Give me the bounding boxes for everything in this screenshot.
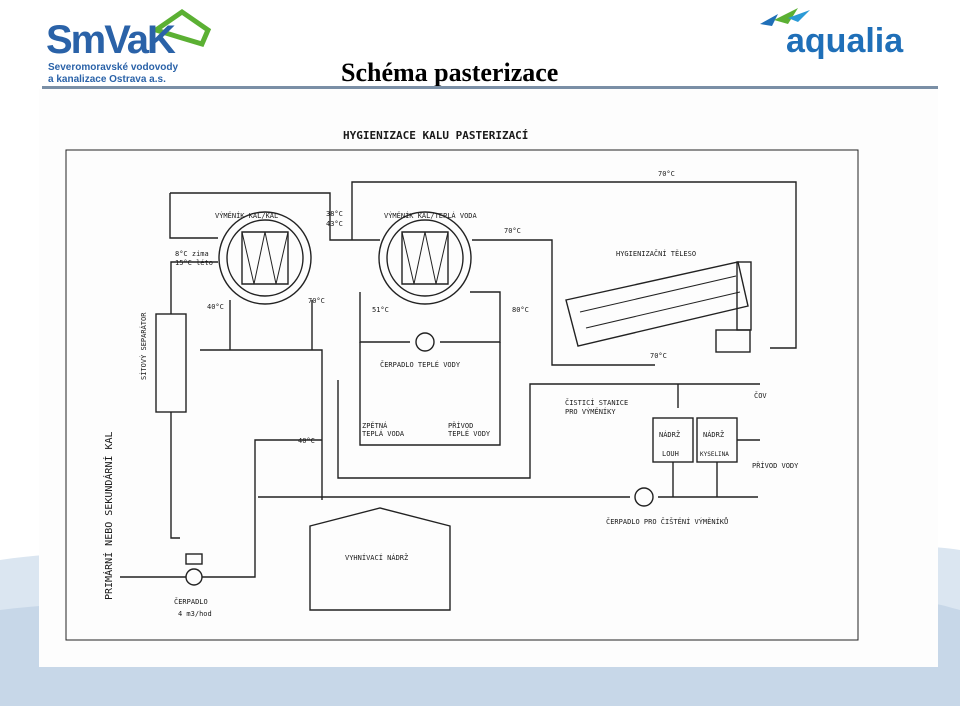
title-rule [42,86,938,89]
temp-43: 43°C [326,220,343,228]
supply-label-2: TEPLÉ VODY [448,429,491,438]
smvak-tagline-1: Severomoravské vodovody [48,62,179,73]
return-label-2: TEPLÁ VODA [362,429,405,438]
temp-40-left: 40°C [207,303,224,311]
temp-70-hx1: 70°C [308,297,325,305]
smvak-tagline-2: a kanalizace Ostrava a.s. [48,74,166,85]
temp-summer: 15°C léto [175,259,213,267]
digester-label: VYHNÍVACÍ NÁDRŽ [345,553,408,562]
page-title: Schéma pasterizace [341,58,559,87]
aqualia-wordmark: aqualia [786,22,904,60]
temp-51: 51°C [372,306,389,314]
cov-label: ČOV [754,391,767,400]
hot-water-pump-label: ČERPADLO TEPLÉ VODY [380,360,461,369]
temp-winter: 8°C zima [175,250,209,258]
hygienization-body-label: HYGIENIZAČNÍ TĚLESO [616,249,696,258]
main-pump-label: ČERPADLO [174,597,208,606]
water-supply-label: PŘÍVOD VODY [752,461,799,470]
temp-70-bottom: 70°C [650,352,667,360]
diagram-title: HYGIENIZACE KALU PASTERIZACÍ [343,129,528,142]
cleaning-station-label-2: PRO VÝMĚNÍKY [565,407,616,416]
lye-label: LOUH [662,450,679,458]
cleaning-pump-label: ČERPADLO PRO ČIŠTĚNÍ VÝMĚNÍKŮ [606,517,728,526]
smvak-wordmark: SmVaK [46,18,176,62]
aqualia-bird-icon [760,8,810,26]
tank-label-lye: NÁDRŽ [659,430,680,439]
main-pump-flow: 4 m3/hod [178,610,212,618]
return-label-1: ZPĚTNÁ [362,421,388,430]
hx1-label: VÝMĚNÍK KAL/KAL [215,211,278,220]
acid-label: KYSELINA [700,451,729,458]
hx2-label: VÝMĚNÍK KAL/TEPLÁ VODA [384,211,478,220]
screen-separator-label: SÍTOVÝ SEPARÁTOR [139,312,148,380]
temp-38: 38°C [326,210,343,218]
smvak-logo: SmVaK Severomoravské vodovody a kanaliza… [44,8,214,86]
aqualia-logo: aqualia [758,6,918,70]
sludge-label: PRIMÁRNÍ NEBO SEKUNDÁRNÍ KAL [102,431,115,600]
temp-70-top: 70°C [658,170,675,178]
temp-80: 80°C [512,306,529,314]
temp-40-mid: 40°C [298,437,315,445]
temp-70-hx2: 70°C [504,227,521,235]
cleaning-station-label-1: ČISTICÍ STANICE [565,398,628,407]
supply-label-1: PŘÍVOD [448,421,473,430]
tank-label-acid: NÁDRŽ [703,430,724,439]
smvak-house-icon [152,8,212,48]
